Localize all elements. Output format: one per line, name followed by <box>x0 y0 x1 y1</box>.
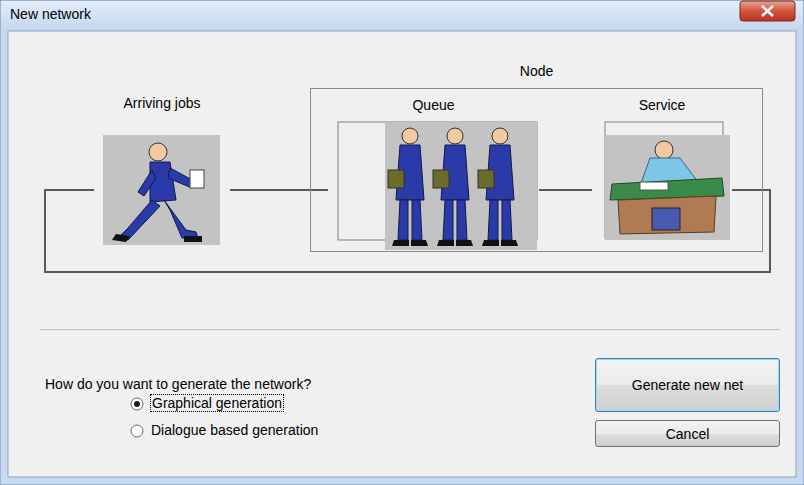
separator-light <box>40 331 780 332</box>
close-button <box>740 1 795 21</box>
node-label: Arriving jobs <box>94 95 230 111</box>
flow-line <box>230 189 328 191</box>
source-node: Arriving jobs <box>94 95 230 250</box>
flow-line <box>45 190 770 272</box>
prompt-text: How do you want to generate the network? <box>45 376 311 392</box>
queue-node: Queue <box>328 97 539 251</box>
node-label: Queue <box>328 97 539 113</box>
client-area <box>8 31 796 477</box>
radio-label: Dialogue based generation <box>151 422 318 438</box>
button-caption: Generate new net <box>632 377 743 393</box>
service-node: Service <box>592 97 732 247</box>
node-label: Service <box>592 97 732 113</box>
title-bar <box>1 1 803 31</box>
close-glyph <box>762 6 773 16</box>
separator <box>40 330 780 331</box>
push-button: Cancel <box>595 420 780 447</box>
queue-picture <box>338 122 537 250</box>
button-caption: Cancel <box>666 426 710 442</box>
flow-line <box>539 189 592 191</box>
group-heading: Node <box>311 63 762 79</box>
station-box: NodeQueueService <box>310 88 763 252</box>
radio-label: Graphical generation <box>151 395 283 411</box>
walking-man-picture <box>103 135 220 245</box>
service-picture <box>605 122 730 240</box>
radio-buttons <box>131 398 143 437</box>
push-button: Generate new net <box>595 358 780 412</box>
window-title: New network <box>10 6 91 22</box>
